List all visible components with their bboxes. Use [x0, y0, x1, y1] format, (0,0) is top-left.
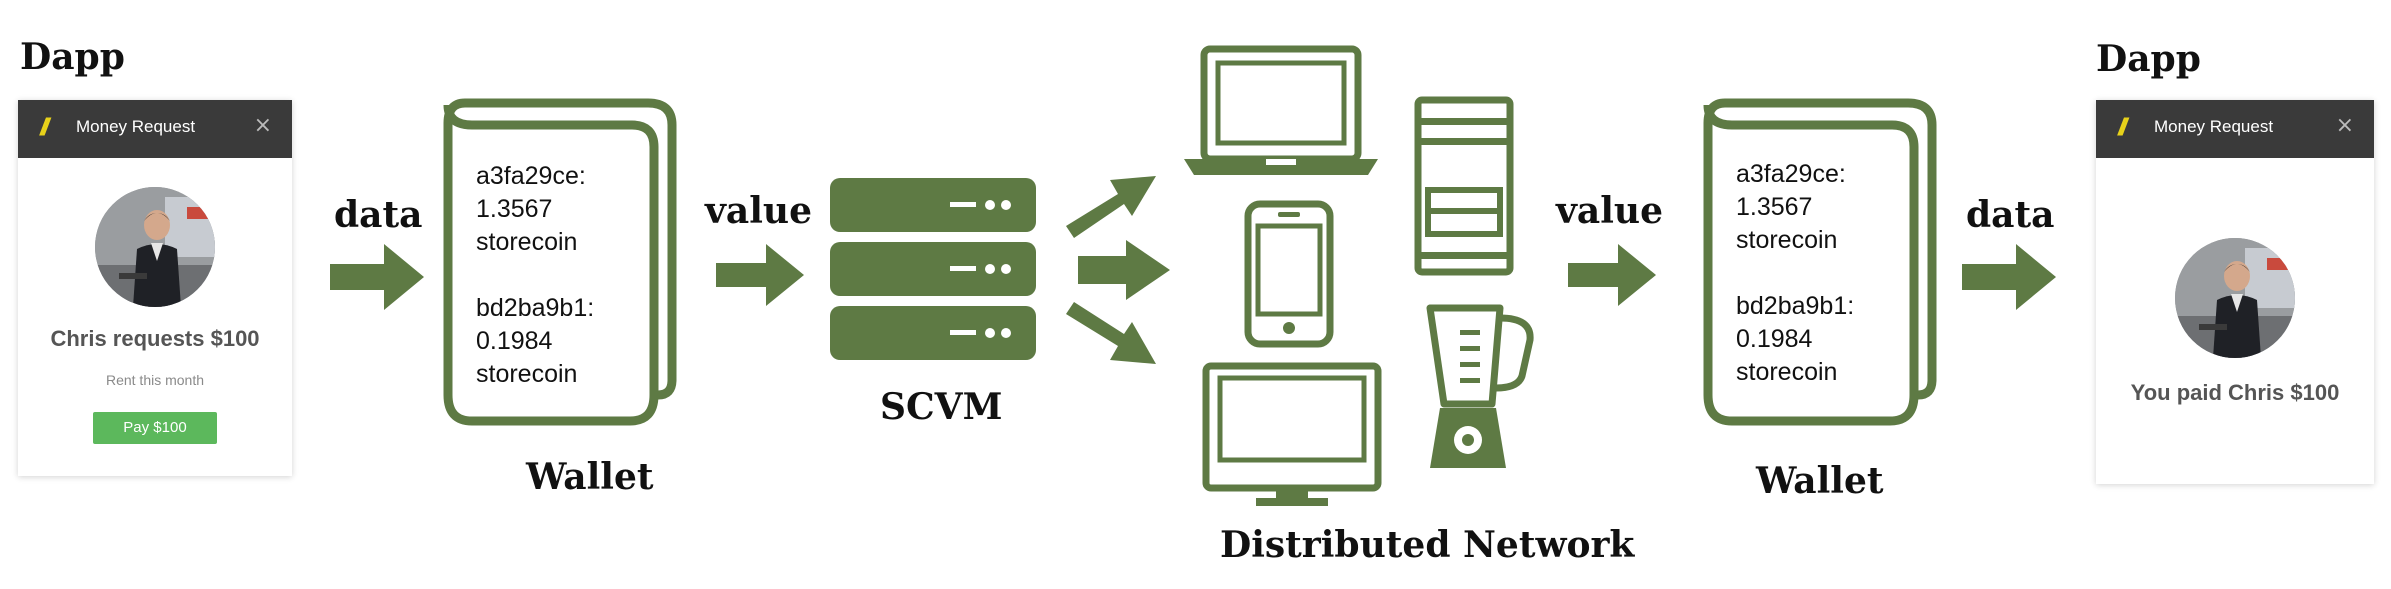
- flow-label-data-in: data: [334, 194, 423, 236]
- wallet-entry-unit: storecoin: [1736, 358, 1838, 386]
- wallet-right-label: Wallet: [1756, 460, 1884, 502]
- wallet-entry-address: a3fa29ce:: [1736, 160, 1846, 188]
- close-icon[interactable]: ×: [2335, 113, 2354, 138]
- wallet-right-icon: [1703, 98, 1937, 426]
- blender-icon: [1426, 304, 1534, 468]
- fan-out-arrows-icon: [1066, 176, 1170, 364]
- wallet-entry-address: bd2ba9b1:: [476, 294, 595, 322]
- flow-label-value-to-scvm: value: [705, 190, 812, 232]
- arrow-right-icon: [330, 244, 424, 310]
- pay-button[interactable]: Pay $100: [93, 412, 217, 444]
- wallet-entry-unit: storecoin: [1736, 226, 1838, 254]
- dapp-left-label: Dapp: [20, 36, 125, 78]
- request-subtext: Rent this month: [105, 372, 205, 388]
- close-icon[interactable]: ×: [253, 113, 272, 138]
- dapp-left-header-title: Money Request: [76, 117, 196, 136]
- desktop-monitor-icon: [1202, 362, 1382, 506]
- wallet-right-entries: a3fa29ce: 1.3567 storecoin bd2ba9b1: 0.1…: [1736, 158, 1854, 389]
- server-stack-icon: [830, 178, 1036, 360]
- app-logo-icon: //: [2118, 114, 2128, 141]
- app-logo-icon: //: [40, 114, 50, 141]
- dapp-left-header: // Money Request ×: [18, 100, 292, 158]
- wallet-entry-address: a3fa29ce:: [476, 162, 586, 190]
- dapp-left-card: // Money Request × Chris requests $100 R…: [18, 100, 292, 476]
- wallet-left-icon: [443, 98, 677, 426]
- tower-pc-icon: [1414, 96, 1514, 276]
- scvm-label: SCVM: [880, 386, 1003, 428]
- wallet-entry-address: bd2ba9b1:: [1736, 292, 1855, 320]
- dapp-right-label: Dapp: [2096, 38, 2201, 80]
- wallet-entry-amount: 0.1984: [1736, 325, 1813, 353]
- request-text: Chris requests $100: [50, 326, 260, 351]
- wallet-entry-unit: storecoin: [476, 360, 578, 388]
- paid-text: You paid Chris $100: [2130, 380, 2340, 405]
- wallet-entry-amount: 1.3567: [1736, 193, 1813, 221]
- arrow-right-icon: [1962, 244, 2056, 310]
- laptop-icon: [1184, 45, 1378, 175]
- wallet-left-label: Wallet: [526, 456, 654, 498]
- avatar: [2175, 238, 2295, 358]
- arrow-right-icon: [716, 244, 804, 306]
- wallet-left-entries: a3fa29ce: 1.3567 storecoin bd2ba9b1: 0.1…: [476, 160, 594, 391]
- network-label: Distributed Network: [1220, 524, 1635, 566]
- dapp-right-header-title: Money Request: [2154, 117, 2274, 136]
- flow-label-data-out: data: [1966, 194, 2055, 236]
- wallet-entry-amount: 1.3567: [476, 195, 553, 223]
- wallet-entry-unit: storecoin: [476, 228, 578, 256]
- avatar: [95, 187, 215, 307]
- dapp-right-card: // Money Request × You paid Chris $100: [2096, 100, 2374, 484]
- wallet-entry-amount: 0.1984: [476, 327, 553, 355]
- arrow-right-icon: [1568, 244, 1656, 306]
- flow-label-value-from-network: value: [1556, 190, 1663, 232]
- smartphone-icon: [1244, 200, 1334, 348]
- dapp-right-header: // Money Request ×: [2096, 100, 2374, 158]
